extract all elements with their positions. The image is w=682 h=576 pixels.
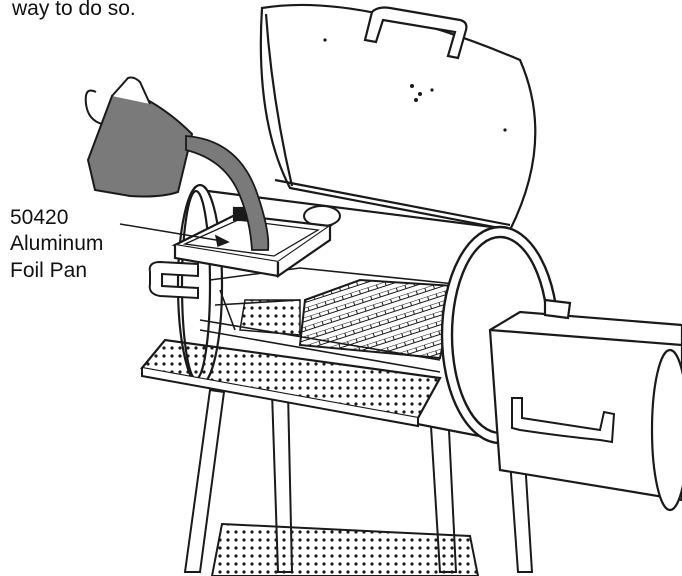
firebox — [488, 298, 682, 512]
lid-rivets — [323, 38, 507, 132]
side-handle — [148, 260, 199, 300]
firebox-door-handle — [511, 397, 616, 444]
water-pitcher — [84, 76, 194, 198]
bottom-shelf — [210, 522, 480, 576]
cooking-grates — [239, 278, 457, 360]
lid-handle — [363, 6, 468, 60]
chamber-interior-lines — [199, 267, 456, 373]
part-name-line-2: Foil Pan — [10, 258, 88, 282]
pouring-liquid — [185, 135, 270, 251]
part-name-line-1: Aluminum — [10, 232, 104, 256]
front-shelf — [139, 338, 442, 428]
callout-leader-arrow — [119, 223, 230, 248]
part-number: 50420 — [10, 206, 69, 229]
instruction-text-fragment: way to do so. — [12, 0, 136, 20]
part-callout: 50420 Aluminum Foil Pan — [10, 205, 103, 284]
grill-lid-open — [259, 3, 537, 232]
